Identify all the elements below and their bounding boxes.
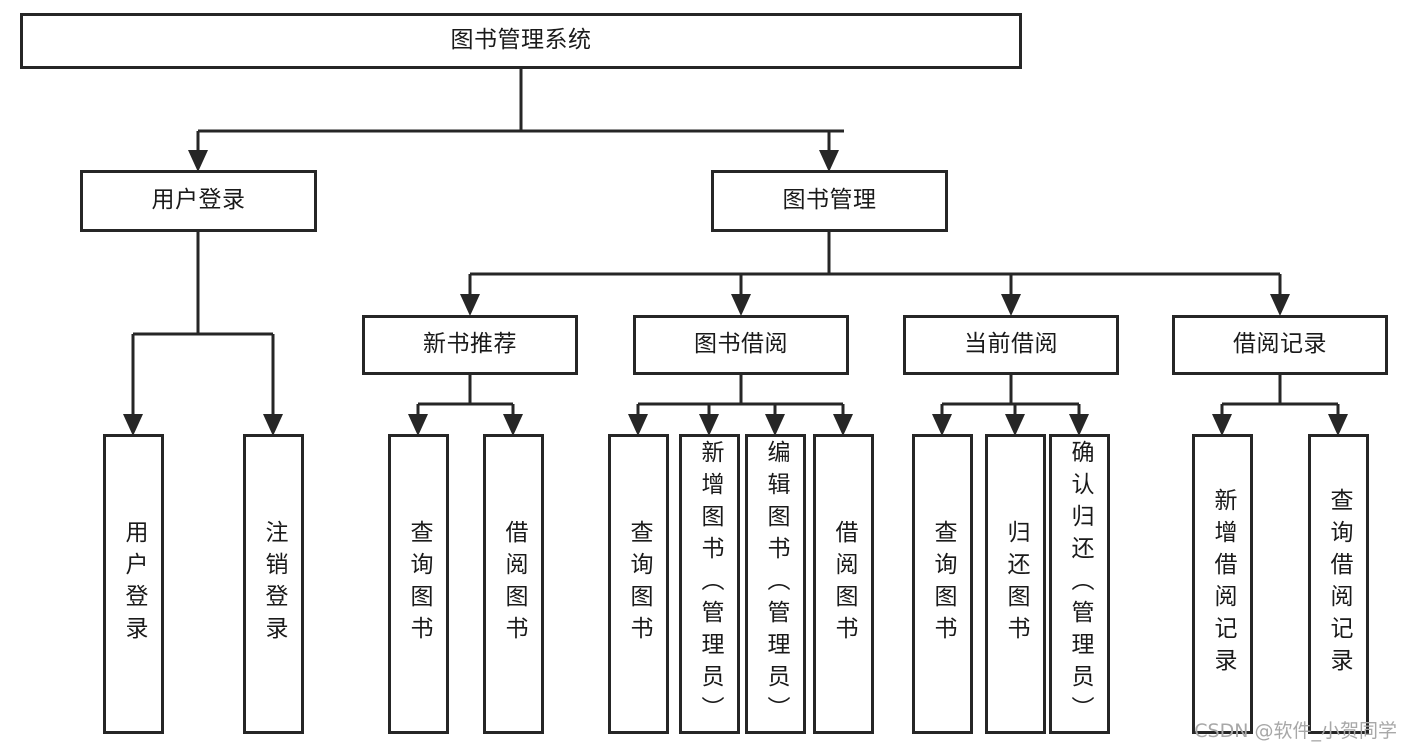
node-leaf-query-book-2[interactable]: 查询图书: [608, 434, 669, 734]
node-leaf-user-login[interactable]: 用户登录: [103, 434, 164, 734]
node-leaf-return-book[interactable]: 归还图书: [985, 434, 1046, 734]
edge-bookmgmt-to-level2: [468, 232, 1282, 294]
arrowhead-icon: [1212, 414, 1232, 436]
node-user-login-label: 用户登录: [151, 187, 246, 214]
arrowhead-icon: [731, 294, 751, 316]
node-leaf-query-book-3[interactable]: 查询图书: [912, 434, 973, 734]
arrowhead-icon: [263, 414, 283, 436]
node-current-borrow-label: 当前借阅: [964, 331, 1058, 358]
node-root-label: 图书管理系统: [450, 27, 592, 54]
node-leaf-logout[interactable]: 注销登录: [243, 434, 304, 734]
node-leaf-return-book-label: 归还图书: [1003, 520, 1029, 648]
arrowhead-icon: [932, 414, 952, 436]
node-leaf-query-book-1[interactable]: 查询图书: [388, 434, 449, 734]
arrowhead-icon: [1069, 414, 1089, 436]
arrowhead-icon: [503, 414, 523, 436]
node-leaf-user-login-label: 用户登录: [121, 520, 147, 648]
node-leaf-query-record-label: 查询借阅记录: [1326, 488, 1352, 680]
node-leaf-query-book-3-label: 查询图书: [930, 520, 956, 648]
node-leaf-edit-book-label: 编辑图书（管理员）: [763, 440, 789, 728]
node-leaf-confirm-return[interactable]: 确认归还（管理员）: [1049, 434, 1110, 734]
node-leaf-edit-book[interactable]: 编辑图书（管理员）: [745, 434, 806, 734]
arrowhead-icon: [1005, 414, 1025, 436]
arrowhead-icon: [1270, 294, 1290, 316]
edge-bookborrow-to-leaves: [636, 375, 845, 414]
node-borrow-record-label: 借阅记录: [1233, 331, 1327, 358]
arrowhead-icon: [628, 414, 648, 436]
node-leaf-confirm-return-label: 确认归还（管理员）: [1067, 440, 1093, 728]
node-leaf-borrow-book-2[interactable]: 借阅图书: [813, 434, 874, 734]
edge-borrowrecord-to-leaves: [1220, 375, 1340, 414]
arrowhead-icon: [460, 294, 480, 316]
node-root[interactable]: 图书管理系统: [20, 13, 1022, 69]
edge-root-to-level1: [196, 69, 844, 150]
node-leaf-query-record[interactable]: 查询借阅记录: [1308, 434, 1369, 734]
node-book-management-label: 图书管理: [782, 187, 877, 214]
arrowhead-icon: [408, 414, 428, 436]
arrowhead-icon: [1001, 294, 1021, 316]
arrowhead-icon: [765, 414, 785, 436]
node-current-borrow[interactable]: 当前借阅: [903, 315, 1119, 375]
arrowhead-icon: [833, 414, 853, 436]
node-user-login[interactable]: 用户登录: [80, 170, 317, 232]
node-leaf-borrow-book-2-label: 借阅图书: [831, 520, 857, 648]
edge-userlogin-to-leaves: [131, 232, 275, 414]
node-new-book-recommend[interactable]: 新书推荐: [362, 315, 578, 375]
node-leaf-query-book-1-label: 查询图书: [406, 520, 432, 648]
arrowhead-icon: [819, 150, 839, 172]
edge-newbook-to-leaves: [416, 375, 515, 414]
node-book-borrow[interactable]: 图书借阅: [633, 315, 849, 375]
edge-currentborrow-to-leaves: [940, 375, 1081, 414]
node-leaf-add-record[interactable]: 新增借阅记录: [1192, 434, 1253, 734]
node-new-book-recommend-label: 新书推荐: [423, 331, 517, 358]
node-book-borrow-label: 图书借阅: [694, 331, 788, 358]
arrowhead-icon: [123, 414, 143, 436]
node-leaf-logout-label: 注销登录: [261, 520, 287, 648]
arrowhead-icon: [188, 150, 208, 172]
node-leaf-borrow-book-1-label: 借阅图书: [501, 520, 527, 648]
node-book-management[interactable]: 图书管理: [711, 170, 948, 232]
node-leaf-add-record-label: 新增借阅记录: [1210, 488, 1236, 680]
arrowhead-icon: [699, 414, 719, 436]
node-borrow-record[interactable]: 借阅记录: [1172, 315, 1388, 375]
node-leaf-query-book-2-label: 查询图书: [626, 520, 652, 648]
watermark: CSDN @软件_小贺同学: [1194, 720, 1397, 742]
node-leaf-add-book[interactable]: 新增图书（管理员）: [679, 434, 740, 734]
arrowhead-icon: [1328, 414, 1348, 436]
node-leaf-borrow-book-1[interactable]: 借阅图书: [483, 434, 544, 734]
node-leaf-add-book-label: 新增图书（管理员）: [697, 440, 723, 728]
